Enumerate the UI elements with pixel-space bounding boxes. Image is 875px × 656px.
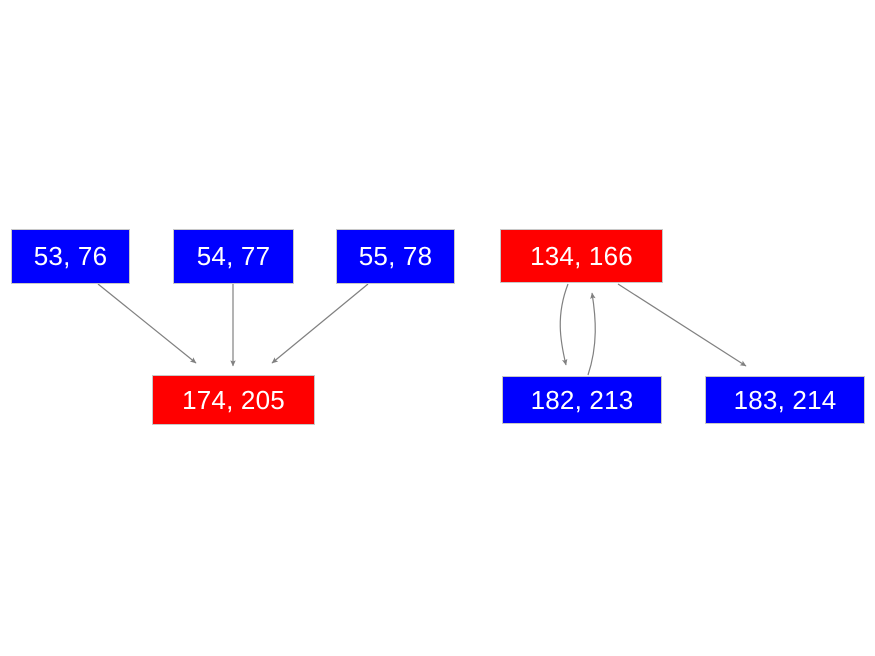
edge-55-78-to-174-205 — [271, 283, 369, 364]
node-134-166[interactable]: 134, 166 — [500, 229, 663, 283]
node-label: 134, 166 — [530, 240, 633, 271]
edge-182-213-to-134-166 — [587, 292, 596, 376]
node-55-78[interactable]: 55, 78 — [336, 229, 455, 284]
node-183-214[interactable]: 183, 214 — [705, 376, 865, 424]
node-54-77[interactable]: 54, 77 — [173, 229, 294, 284]
edge-134-166-to-183-214 — [617, 283, 747, 367]
node-182-213[interactable]: 182, 213 — [502, 376, 662, 424]
edge-53-76-to-174-205 — [97, 283, 197, 364]
node-174-205[interactable]: 174, 205 — [152, 375, 315, 425]
node-label: 182, 213 — [530, 384, 634, 415]
node-label: 183, 214 — [733, 384, 837, 415]
node-53-76[interactable]: 53, 76 — [11, 229, 130, 284]
node-label: 174, 205 — [182, 384, 285, 415]
node-label: 55, 78 — [358, 241, 433, 271]
node-label: 54, 77 — [196, 241, 271, 271]
edge-134-166-to-182-213 — [559, 283, 569, 366]
node-label: 53, 76 — [33, 241, 108, 271]
